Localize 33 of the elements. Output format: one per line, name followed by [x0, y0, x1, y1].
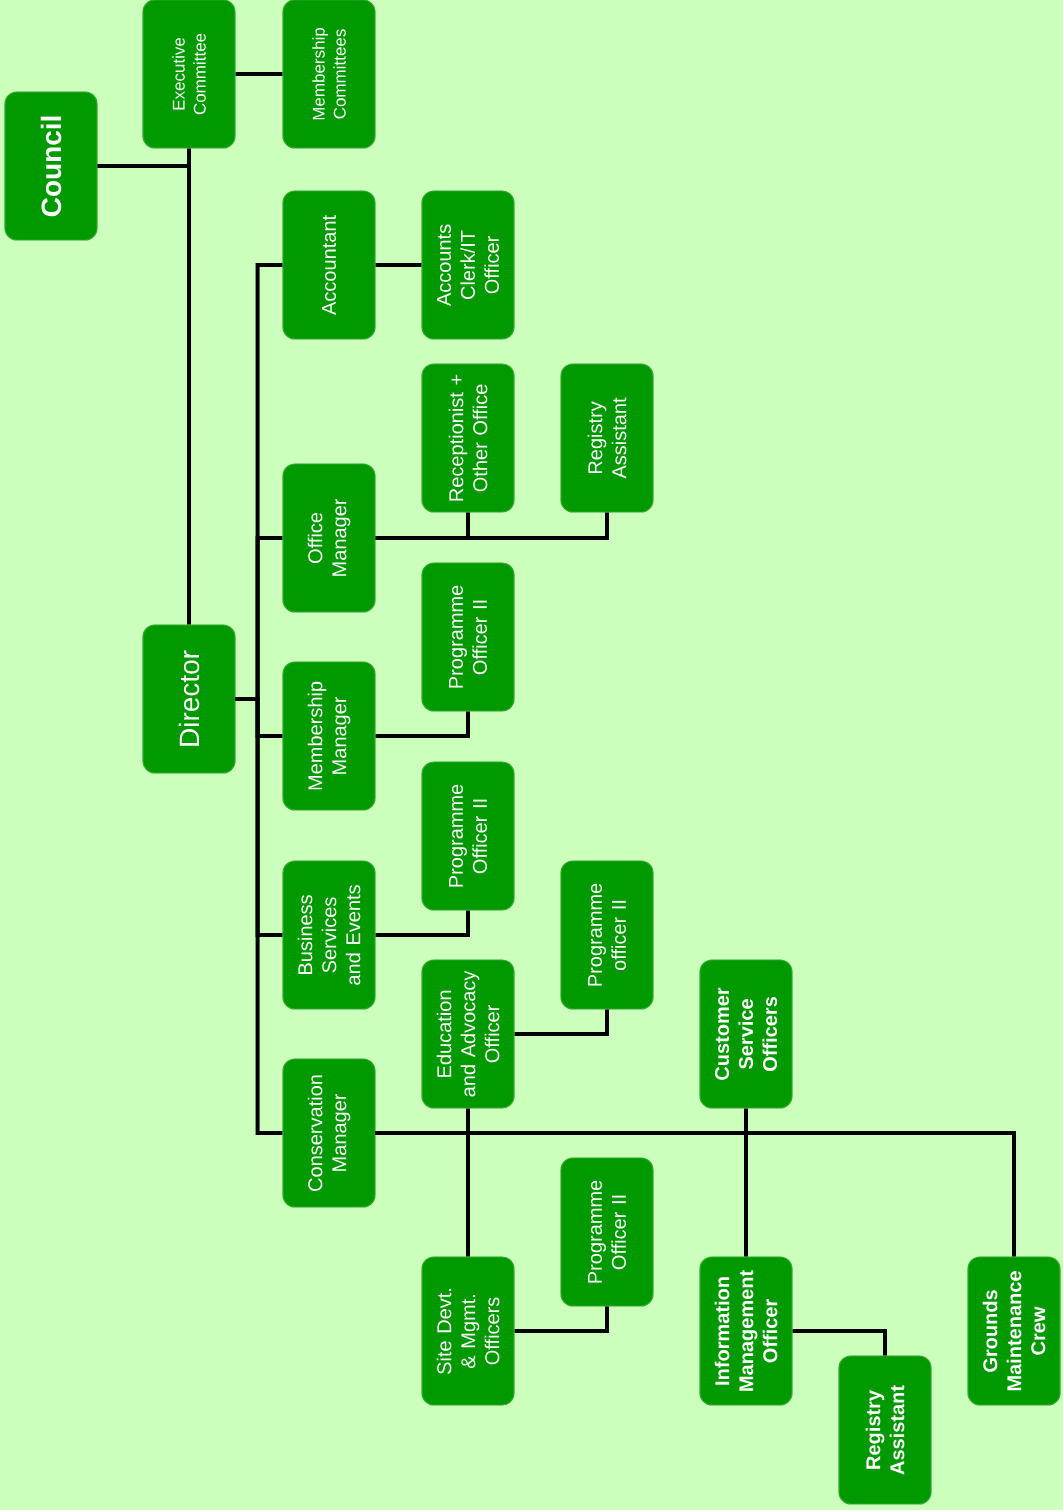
role-box: Membership Committees — [282, 0, 376, 149]
role-box: Conservation Manager — [282, 1058, 376, 1208]
role-box: Office Manager — [282, 463, 376, 613]
role-box: Accountant — [282, 190, 376, 340]
role-box: Executive Committee — [142, 0, 236, 149]
connector-line — [514, 1009, 609, 1036]
role-box: Programme Officer II — [560, 1157, 654, 1307]
role-box: Grounds Maintenance Crew — [967, 1256, 1061, 1406]
role-box: Council — [4, 91, 98, 241]
role-box: Programme officer II — [560, 860, 654, 1010]
connector-line — [375, 263, 422, 267]
role-box: Programme Officer II — [421, 562, 515, 712]
role-box: Education and Advocacy Officer — [421, 959, 515, 1109]
role-box: Business Services and Events — [282, 860, 376, 1010]
role-box: Receptionist + Other Office — [421, 363, 515, 513]
role-box: Site Devt. & Mgmt. Officers — [421, 1256, 515, 1406]
connector-line — [792, 1329, 887, 1356]
role-box: Registry Assistant — [838, 1355, 932, 1505]
connector-line — [375, 1131, 1016, 1257]
role-box: Information Management Officer — [699, 1256, 793, 1406]
role-box: Programme Officer II — [421, 761, 515, 911]
connector-line — [375, 512, 609, 540]
connector-line — [375, 910, 470, 937]
connector-line — [514, 1306, 609, 1333]
role-box: Director — [142, 624, 236, 774]
connector-line — [235, 697, 283, 1135]
connector-line — [375, 711, 470, 738]
role-box: Accounts Clerk/IT Officer — [421, 190, 515, 340]
role-box: Customer Service Officers — [699, 959, 793, 1109]
connector-line — [97, 164, 191, 625]
connector-line — [235, 72, 283, 76]
role-box: Registry Assistant — [560, 363, 654, 513]
role-box: Membership Manager — [282, 661, 376, 811]
